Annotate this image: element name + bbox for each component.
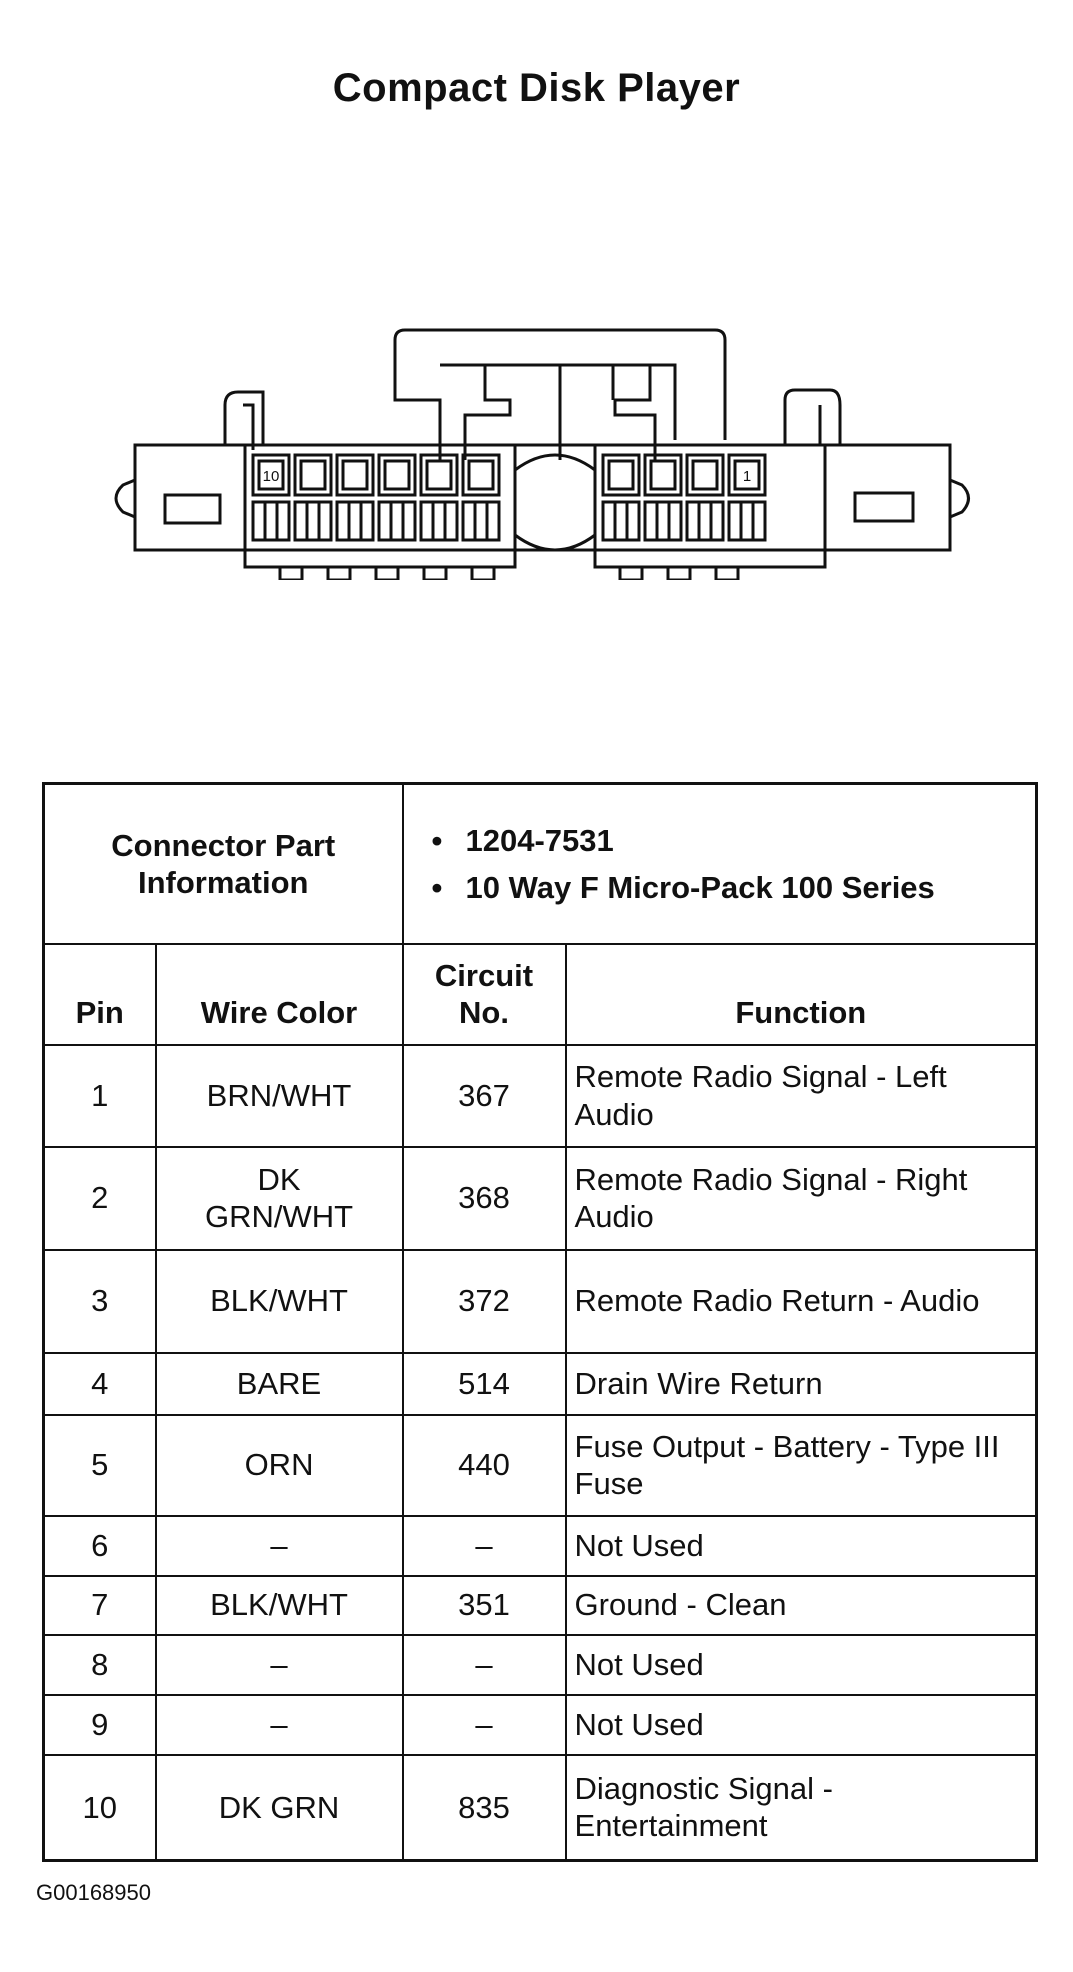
connector-latch [393, 328, 727, 440]
figure-reference: G00168950 [36, 1880, 151, 1905]
function-cell: Ground - Clean [564, 1574, 1038, 1636]
table-row: 4 BARE 514 Drain Wire Return [42, 1351, 1038, 1416]
function-cell: Drain Wire Return [564, 1351, 1038, 1416]
pin-label-10: 10 [263, 468, 280, 485]
pin-cell: 9 [42, 1693, 157, 1756]
connector-drawing: 10 1 [114, 328, 970, 580]
part-info-row: Connector Part Information 1204-7531 10 … [42, 782, 1038, 945]
circuit-cell: 835 [401, 1753, 567, 1862]
pinout-table: Connector Part Information 1204-7531 10 … [42, 782, 1039, 1862]
column-header-row: Pin Wire Color Circuit No. Function [42, 942, 1038, 1046]
pin-cell: 1 [42, 1043, 157, 1148]
wire-color-cell: ORN [154, 1413, 404, 1517]
wire-color-cell: – [154, 1633, 404, 1696]
part-info-label: Connector Part Information [42, 782, 404, 945]
table-row: 10 DK GRN 835 Diagnostic Signal - Entert… [42, 1753, 1038, 1862]
wire-color-cell: – [154, 1693, 404, 1756]
wire-color-cell: BLK/WHT [154, 1574, 404, 1636]
circuit-cell: 372 [401, 1248, 567, 1354]
wire-color-cell: BRN/WHT [154, 1043, 404, 1148]
circuit-cell: – [401, 1693, 567, 1756]
function-cell: Not Used [564, 1514, 1038, 1577]
pin-cell: 4 [42, 1351, 157, 1416]
circuit-cell: 351 [401, 1574, 567, 1636]
part-info-number: 1204-7531 [432, 822, 1028, 859]
pin-cell: 2 [42, 1145, 157, 1251]
connector-right-slot [853, 491, 915, 523]
connector-left-ear [223, 390, 265, 445]
circuit-cell: 367 [401, 1043, 567, 1148]
col-header-wire-color: Wire Color [154, 942, 404, 1046]
table-row: 9 – – Not Used [42, 1693, 1038, 1756]
connector-right-ear [783, 388, 842, 445]
function-cell: Remote Radio Signal - Left Audio [564, 1043, 1038, 1148]
circuit-cell: – [401, 1514, 567, 1577]
wire-color-cell: – [154, 1514, 404, 1577]
table-row: 7 BLK/WHT 351 Ground - Clean [42, 1574, 1038, 1636]
part-info-values: 1204-7531 10 Way F Micro-Pack 100 Series [401, 782, 1038, 945]
circuit-cell: 514 [401, 1351, 567, 1416]
circuit-cell: 440 [401, 1413, 567, 1517]
wire-color-cell: BARE [154, 1351, 404, 1416]
pin-cell: 8 [42, 1633, 157, 1696]
pin-label-1: 1 [743, 468, 751, 485]
part-info-type: 10 Way F Micro-Pack 100 Series [432, 869, 1028, 906]
col-header-function: Function [564, 942, 1038, 1046]
left-cavities-top [251, 453, 501, 497]
pin-cell: 10 [42, 1753, 157, 1862]
table-row: 5 ORN 440 Fuse Output - Battery - Type I… [42, 1413, 1038, 1517]
col-header-pin: Pin [42, 942, 157, 1046]
table-row: 8 – – Not Used [42, 1633, 1038, 1696]
pin-cell: 3 [42, 1248, 157, 1354]
function-cell: Not Used [564, 1693, 1038, 1756]
pin-cell: 7 [42, 1574, 157, 1636]
connector-body [133, 443, 952, 552]
function-cell: Not Used [564, 1633, 1038, 1696]
function-cell: Remote Radio Signal - Right Audio [564, 1145, 1038, 1251]
table-row: 6 – – Not Used [42, 1514, 1038, 1577]
connector-left-slot [163, 493, 222, 525]
circuit-cell: – [401, 1633, 567, 1696]
table-row: 2 DK GRN/WHT 368 Remote Radio Signal - R… [42, 1145, 1038, 1251]
connector-teeth [278, 565, 740, 580]
col-header-circuit: Circuit No. [401, 942, 567, 1046]
right-cavities-bottom [601, 500, 767, 542]
table-row: 3 BLK/WHT 372 Remote Radio Return - Audi… [42, 1248, 1038, 1354]
circuit-cell: 368 [401, 1145, 567, 1251]
function-cell: Diagnostic Signal - Entertainment [564, 1753, 1038, 1862]
wire-color-cell: DK GRN [154, 1753, 404, 1862]
function-cell: Fuse Output - Battery - Type III Fuse [564, 1413, 1038, 1517]
function-cell: Remote Radio Return - Audio [564, 1248, 1038, 1354]
right-cavities-top [601, 453, 767, 497]
left-cavities-bottom [251, 500, 501, 542]
diagram-title: Compact Disk Player [332, 66, 741, 110]
table-row: 1 BRN/WHT 367 Remote Radio Signal - Left… [42, 1043, 1038, 1148]
pin-cell: 6 [42, 1514, 157, 1577]
wire-color-cell: DK GRN/WHT [154, 1145, 404, 1251]
pin-cell: 5 [42, 1413, 157, 1517]
wire-color-cell: BLK/WHT [154, 1248, 404, 1354]
